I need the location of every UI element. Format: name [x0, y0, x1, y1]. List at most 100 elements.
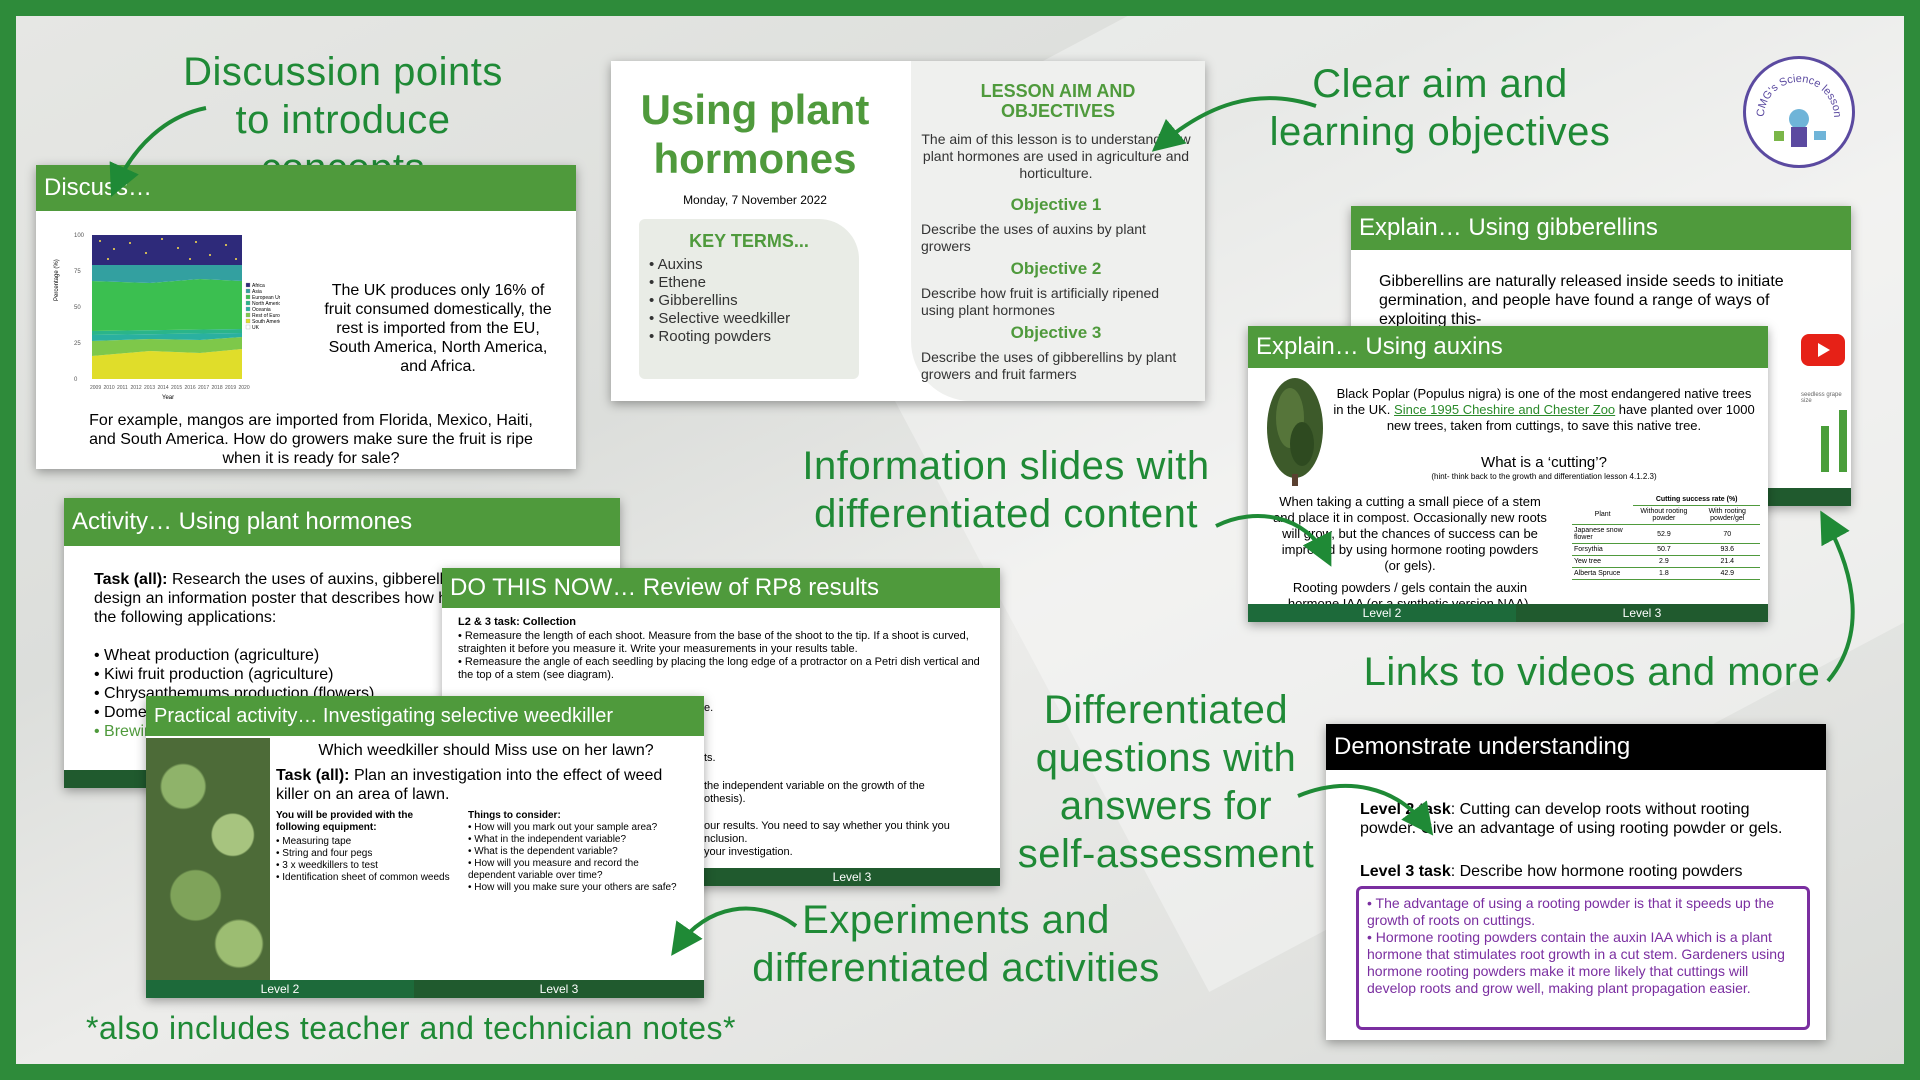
chart-legend-label: UK [252, 325, 260, 331]
equipment-item: 3 x weedkillers to test [276, 860, 456, 872]
chart-x-tick: 2009 [90, 385, 101, 391]
dtn-fragment-1: e. [704, 702, 714, 714]
practical-question: Which weedkiller should Miss use on her … [318, 742, 654, 759]
cutting-question: What is a ‘cutting’? [1481, 454, 1607, 471]
objective-text: Describe the uses of gibberellins by pla… [921, 349, 1177, 382]
consider-item: How will you measure and record the depe… [468, 858, 678, 882]
chart-y-tick: 50 [74, 305, 81, 311]
discuss-text-1: The UK produces only 16% of fruit consum… [324, 282, 552, 375]
consider-item: What in the independent variable? [468, 834, 678, 846]
chart-x-tick: 2016 [185, 385, 196, 391]
table-title: Cutting success rate (%) [1633, 494, 1760, 506]
table-header: Plant [1572, 505, 1634, 525]
table-cell: Yew tree [1572, 555, 1634, 568]
activity-item: Wheat production (agriculture) [94, 646, 604, 665]
chart-legend-swatch [245, 294, 251, 300]
chart-xlabel: Year [162, 395, 174, 401]
slide-header: Activity… Using plant hormones [64, 498, 620, 546]
arrow-discussion [109, 96, 1855, 956]
table-cell: 42.9 [1694, 567, 1760, 580]
consider-item: What is the dependent variable? [468, 846, 678, 858]
area-africa [92, 235, 242, 265]
chart-legend-label: Africa [252, 283, 265, 289]
answer-item: Hormone rooting powders contain the auxi… [1367, 929, 1799, 997]
grape-chart-caption: seedless grape size [1801, 392, 1842, 404]
chart-legend-label: Asia [252, 289, 262, 295]
equipment-heading: You will be provided with the following … [276, 810, 414, 833]
chart-y-tick: 75 [74, 269, 81, 275]
table-cell: 2.9 [1633, 555, 1695, 568]
grape-bar-1 [1821, 426, 1829, 472]
caption-differentiated: Differentiated questions with answers fo… [1017, 688, 1315, 876]
poplar-tree-image [1262, 378, 1328, 486]
arrow-to-objectives [1151, 96, 1317, 152]
key-term-item: Auxins [649, 256, 849, 274]
auxins-intro: Black Poplar (Populus nigra) is one of t… [1333, 386, 1755, 433]
objective-text: Describe the uses of auxins by plant gro… [921, 221, 1146, 254]
activity-list: Wheat production (agriculture)Kiwi fruit… [94, 646, 604, 741]
chart-x-tick: 2017 [198, 385, 209, 391]
slide-header: Practical activity… Investigating select… [146, 696, 704, 736]
key-term-item: Gibberellins [649, 292, 849, 310]
chart-x-tick: 2011 [117, 385, 128, 391]
consider-heading: Things to consider: [468, 810, 561, 821]
gibberellins-text: Gibberellins are naturally released insi… [1379, 273, 1784, 328]
key-terms-list: AuxinsEtheneGibberellinsSelective weedki… [649, 256, 849, 346]
collage-background: CMG's Science lessons Discussion points … [16, 16, 1904, 1064]
key-terms-box: KEY TERMS... AuxinsEtheneGibberellinsSel… [639, 219, 859, 379]
zoo-link[interactable]: Since 1995 Cheshire and Chester Zoo [1394, 402, 1616, 417]
chart-legend-swatch [245, 318, 251, 324]
objective-label: Objective 1 [1010, 195, 1102, 214]
chart-x-tick: 2019 [225, 385, 236, 391]
key-term-item: Rooting powders [649, 328, 849, 346]
chart-y-tick: 0 [74, 377, 78, 383]
equipment-item: Identification sheet of common weeds [276, 872, 456, 884]
auxins-body-1: When taking a cutting a small piece of a… [1273, 494, 1547, 573]
chart-legend-swatch [245, 288, 251, 294]
table-cell: Japanese snow flower [1572, 524, 1634, 544]
arrow-to-links [1820, 510, 1855, 683]
area-south-america [92, 349, 242, 379]
table-cell: 93.6 [1694, 543, 1760, 556]
lesson-title: Using plant hormones [640, 86, 870, 182]
dtn-task-heading: L2 & 3 task: Collection [458, 616, 576, 628]
chart-legend-swatch [245, 324, 251, 330]
chart-x-tick: 2012 [131, 385, 142, 391]
cutting-hint: (hint- think back to the growth and diff… [1431, 472, 1657, 481]
table-cell: Forsythia [1572, 543, 1634, 556]
brand-logo: CMG's Science lessons [1743, 50, 1855, 168]
chart-legend-label: South America [252, 319, 280, 325]
chart-x-tick: 2020 [239, 385, 250, 391]
table-header: With rooting powder/gel [1694, 505, 1760, 525]
youtube-play-icon[interactable] [1801, 334, 1845, 366]
caption-experiments: Experiments and differentiated activitie… [752, 898, 1160, 990]
aim-heading: LESSON AIM AND OBJECTIVES [980, 81, 1136, 121]
caption-info: Information slides with differentiated c… [802, 444, 1210, 536]
chart-legend-label: European Union [252, 295, 280, 301]
dtn-item: Remeasure the angle of each seedling by … [458, 656, 988, 682]
key-terms-heading: KEY TERMS... [689, 231, 809, 251]
slide-header: DO THIS NOW… Review of RP8 results [442, 568, 1000, 608]
chart-ylabel: Percentage (%) [54, 259, 60, 301]
table-cell: 52.9 [1633, 524, 1695, 544]
chart-x-tick: 2013 [144, 385, 155, 391]
chart-legend-swatch [245, 312, 251, 318]
dtn-item: Remeasure the length of each shoot. Meas… [458, 630, 988, 656]
dtn-fragment-5: our results. You need to say whether you… [704, 820, 950, 832]
area-rest-europe [92, 337, 242, 356]
table-cell: 50.7 [1633, 543, 1695, 556]
level-3-footer: Level 3 [1516, 604, 1768, 622]
arrow-to-discuss [109, 106, 207, 197]
consider-list: How will you mark out your sample area?W… [468, 822, 678, 894]
level-3-footer: Level 3 [414, 980, 704, 998]
caption-notes: *also includes teacher and technician no… [86, 1010, 736, 1046]
discuss-text-2: For example, mangos are imported from Fl… [89, 412, 533, 467]
dtn-list: Remeasure the length of each shoot. Meas… [458, 630, 988, 682]
answers-list: The advantage of using a rooting powder … [1367, 895, 1799, 997]
chart-y-tick: 25 [74, 341, 81, 347]
caption-links: Links to videos and more [1363, 650, 1821, 694]
answer-item: The advantage of using a rooting powder … [1367, 895, 1799, 929]
